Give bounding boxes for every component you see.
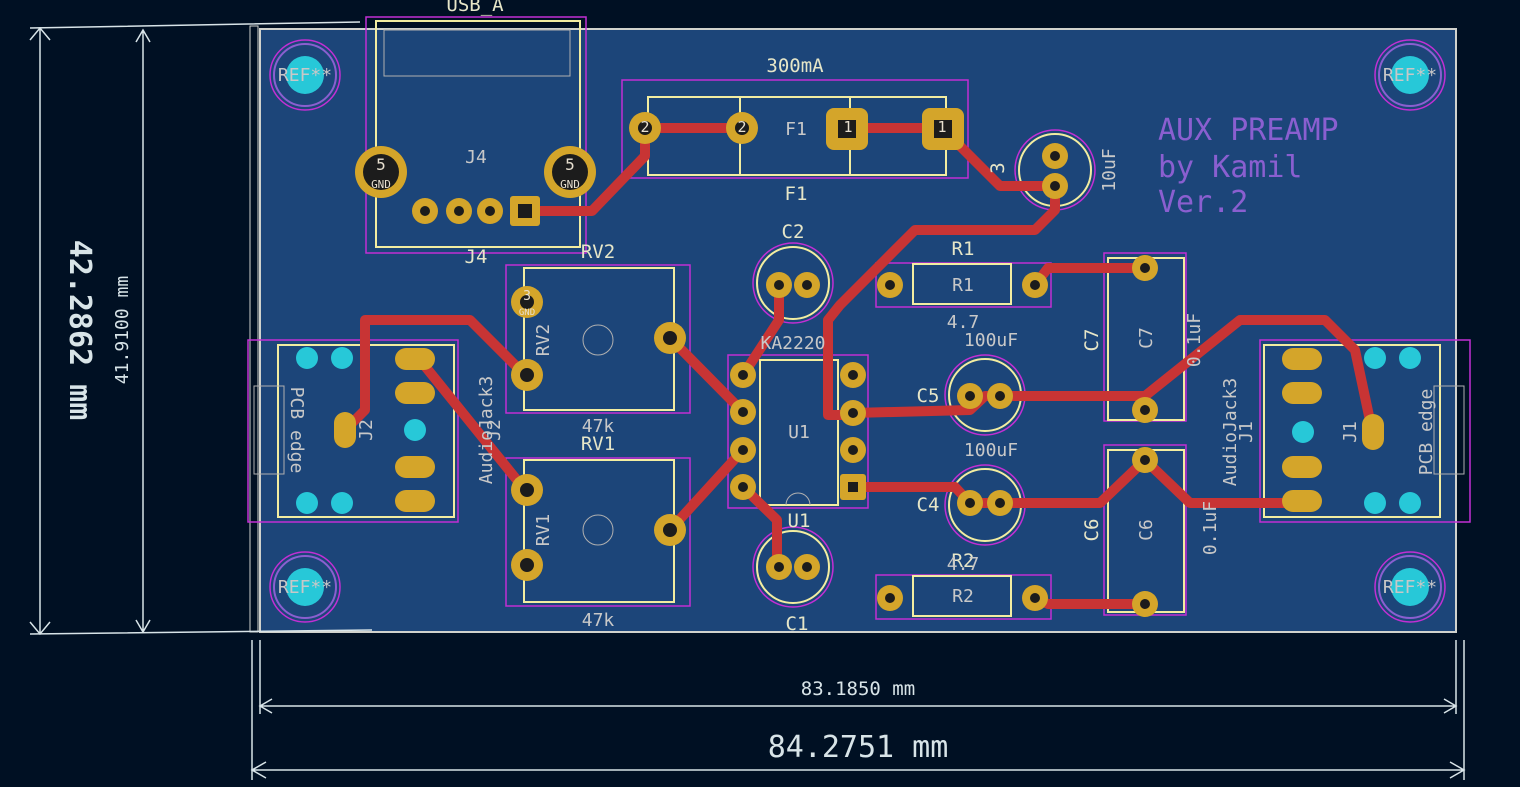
j1-fab-ref: J1 (1340, 421, 1361, 443)
fuse-pad-2a: 2 (640, 118, 649, 136)
board-title-line2: by Kamil (1158, 150, 1303, 185)
usb-gnd-label-right: GND (560, 178, 580, 191)
rv2-value-label: 47k (582, 416, 615, 437)
u1-fab-ref: U1 (788, 422, 810, 443)
courtyards (247, 16, 1471, 623)
c7-value-label: 0.1uF (1184, 313, 1205, 367)
u1-value-label: KA2220 (760, 333, 825, 354)
board-title-line3: Ver.2 (1158, 185, 1248, 220)
rv1-fab-ref: RV1 (533, 514, 554, 547)
r1-ref-label: R1 (952, 238, 975, 260)
c5-ref-label: C5 (917, 385, 940, 407)
r1-fab-ref: R1 (952, 275, 974, 296)
j2-value-label: AudioJack3 (476, 376, 497, 484)
usb-fab-ref: J4 (465, 147, 487, 168)
pads (296, 108, 1421, 617)
c4-value-label: 100uF (964, 440, 1018, 461)
c5-value-label: 100uF (964, 330, 1018, 351)
c7-ref-label: C7 (1081, 329, 1103, 352)
c4-ref-label: C4 (917, 494, 940, 516)
fuse-pad-1a: 1 (843, 118, 852, 136)
hole-ref-tl: REF** (278, 65, 332, 86)
usb-gnd-label-left: GND (371, 178, 391, 191)
r2-ref-label: R2 (952, 550, 975, 572)
j2-ref-label: J2 (484, 419, 505, 441)
c6-value-label: 0.1uF (1200, 501, 1221, 555)
fuse-pad-1b: 1 (937, 118, 946, 136)
board-title-line1: AUX PREAMP (1158, 113, 1339, 148)
c3-ref-label: 3 (987, 162, 1009, 173)
hole-ref-bl: REF** (278, 577, 332, 598)
rv2-pad-label: 3 (523, 289, 531, 304)
fuse-fab-ref: F1 (785, 119, 807, 140)
rv2-gnd-label: GND (519, 308, 535, 318)
u1-ref-label: U1 (788, 510, 811, 532)
rv2-ref-label: RV2 (581, 241, 615, 263)
r1-value-label: 4.7 (947, 312, 980, 333)
dimension-lines (29, 21, 1466, 780)
r2-fab-ref: R2 (952, 586, 974, 607)
c1-ref-label: C1 (786, 613, 809, 635)
r2-value-label: 4.7 (947, 554, 980, 575)
mounting-holes (273, 43, 1442, 619)
fuse-value-label: 300mA (766, 55, 824, 77)
j1-ref-label: J1 (1236, 421, 1257, 443)
usb-pad-label-right: 5 (565, 155, 575, 174)
c7-fab-ref: C7 (1136, 327, 1157, 349)
c2-ref-label: C2 (782, 221, 805, 243)
fuse-pad-2b: 2 (737, 118, 746, 136)
c6-ref-label: C6 (1081, 519, 1103, 542)
fuse-ref-label: F1 (785, 183, 808, 205)
c6-fab-ref: C6 (1136, 519, 1157, 541)
usb-ref-label: J4 (465, 246, 488, 268)
hole-ref-br: REF** (1383, 577, 1437, 598)
usb-value-label: USB_A (446, 0, 504, 16)
j2-fab-ref: J2 (356, 419, 377, 441)
rv1-ref-label: RV1 (581, 433, 615, 455)
dim-width-inner: 83.1850 mm (801, 678, 915, 700)
dim-height-inner: 41.9100 mm (112, 276, 133, 384)
j2-edge-label: PCB edge (286, 387, 307, 474)
hole-ref-tr: REF** (1383, 65, 1437, 86)
usb-pad-label-left: 5 (376, 155, 386, 174)
dim-width-outer: 84.2751 mm (768, 730, 949, 765)
c3-value-label: 10uF (1099, 148, 1120, 191)
j1-edge-label: PCB edge (1416, 389, 1437, 476)
rv1-value-label: 47k (582, 610, 615, 631)
rv2-fab-ref: RV2 (533, 324, 554, 357)
j1-value-label: AudioJack3 (1220, 378, 1241, 486)
dim-height-outer: 42.2862 mm (62, 240, 97, 421)
